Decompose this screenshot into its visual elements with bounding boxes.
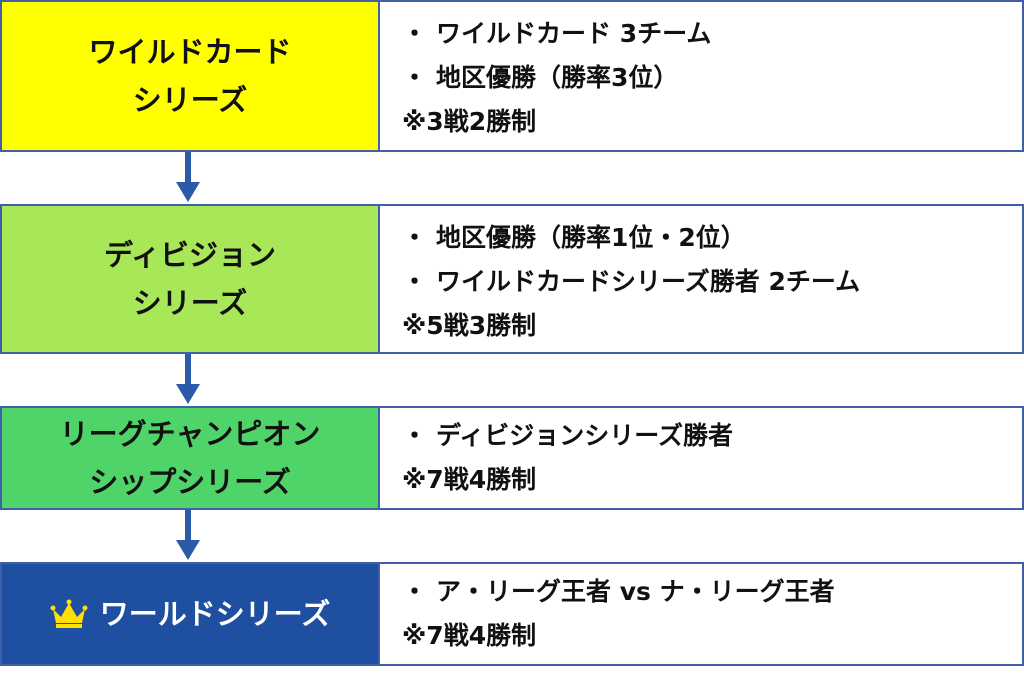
stage-title-line: リーグチャンピオン [59,417,321,451]
list-item: ・ディビジョンシリーズ勝者 [402,414,1022,458]
list-item: ・地区優勝（勝率3位） [402,56,1022,100]
stage-title-line: ワールドシリーズ [99,597,331,631]
stage-title-line: シリーズ [132,83,248,117]
bullet: ・ [402,421,428,450]
list-item: ・ワイルドカードシリーズ勝者 2チーム [402,260,1022,304]
bullet-text: ワイルドカードシリーズ勝者 2チーム [436,267,861,296]
stage-title: ディビジョン シリーズ [2,206,380,352]
stage-title-line: ワイルドカード [88,35,292,69]
stage-detail: ・地区優勝（勝率1位・2位） ・ワイルドカードシリーズ勝者 2チーム ※5戦3勝… [380,206,1022,352]
bullet-text: ディビジョンシリーズ勝者 [436,421,734,450]
stage-title: ワイルドカード シリーズ [2,2,380,150]
stage-title: リーグチャンピオン シップシリーズ [2,408,380,508]
bullet-text: ワイルドカード 3チーム [436,19,712,48]
stage-title: ワールドシリーズ [2,564,380,664]
arrow-down-icon [176,354,200,404]
stage-detail: ・ワイルドカード 3チーム ・地区優勝（勝率3位） ※3戦2勝制 [380,2,1022,150]
bullet: ・ [402,19,428,48]
stage-wildcard-series: ワイルドカード シリーズ ・ワイルドカード 3チーム ・地区優勝（勝率3位） ※… [0,0,1024,152]
series-format: ※7戦4勝制 [402,621,537,650]
stage-title-line: シリーズ [132,286,248,320]
arrow-down-icon [176,510,200,560]
series-format: ※5戦3勝制 [402,311,537,340]
stage-league-championship-series: リーグチャンピオン シップシリーズ ・ディビジョンシリーズ勝者 ※7戦4勝制 [0,406,1024,510]
list-item: ・ア・リーグ王者 vs ナ・リーグ王者 [402,570,1022,614]
stage-detail: ・ア・リーグ王者 vs ナ・リーグ王者 ※7戦4勝制 [380,564,1022,664]
bullet: ・ [402,577,428,606]
list-item: ・地区優勝（勝率1位・2位） [402,216,1022,260]
bullet: ・ [402,63,428,92]
crown-icon [50,599,88,628]
series-format: ※7戦4勝制 [402,465,537,494]
stage-division-series: ディビジョン シリーズ ・地区優勝（勝率1位・2位） ・ワイルドカードシリーズ勝… [0,204,1024,354]
bullet: ・ [402,267,428,296]
bullet-text: 地区優勝（勝率1位・2位） [436,223,746,252]
bullet-text: 地区優勝（勝率3位） [436,63,679,92]
stage-title-line: シップシリーズ [89,465,291,499]
stage-detail: ・ディビジョンシリーズ勝者 ※7戦4勝制 [380,408,1022,508]
stage-world-series: ワールドシリーズ ・ア・リーグ王者 vs ナ・リーグ王者 ※7戦4勝制 [0,562,1024,666]
series-format: ※3戦2勝制 [402,107,537,136]
arrow-down-icon [176,152,200,202]
stage-title-line: ディビジョン [104,238,276,272]
bullet: ・ [402,223,428,252]
bullet-text: ア・リーグ王者 vs ナ・リーグ王者 [436,577,835,606]
list-item: ・ワイルドカード 3チーム [402,12,1022,56]
